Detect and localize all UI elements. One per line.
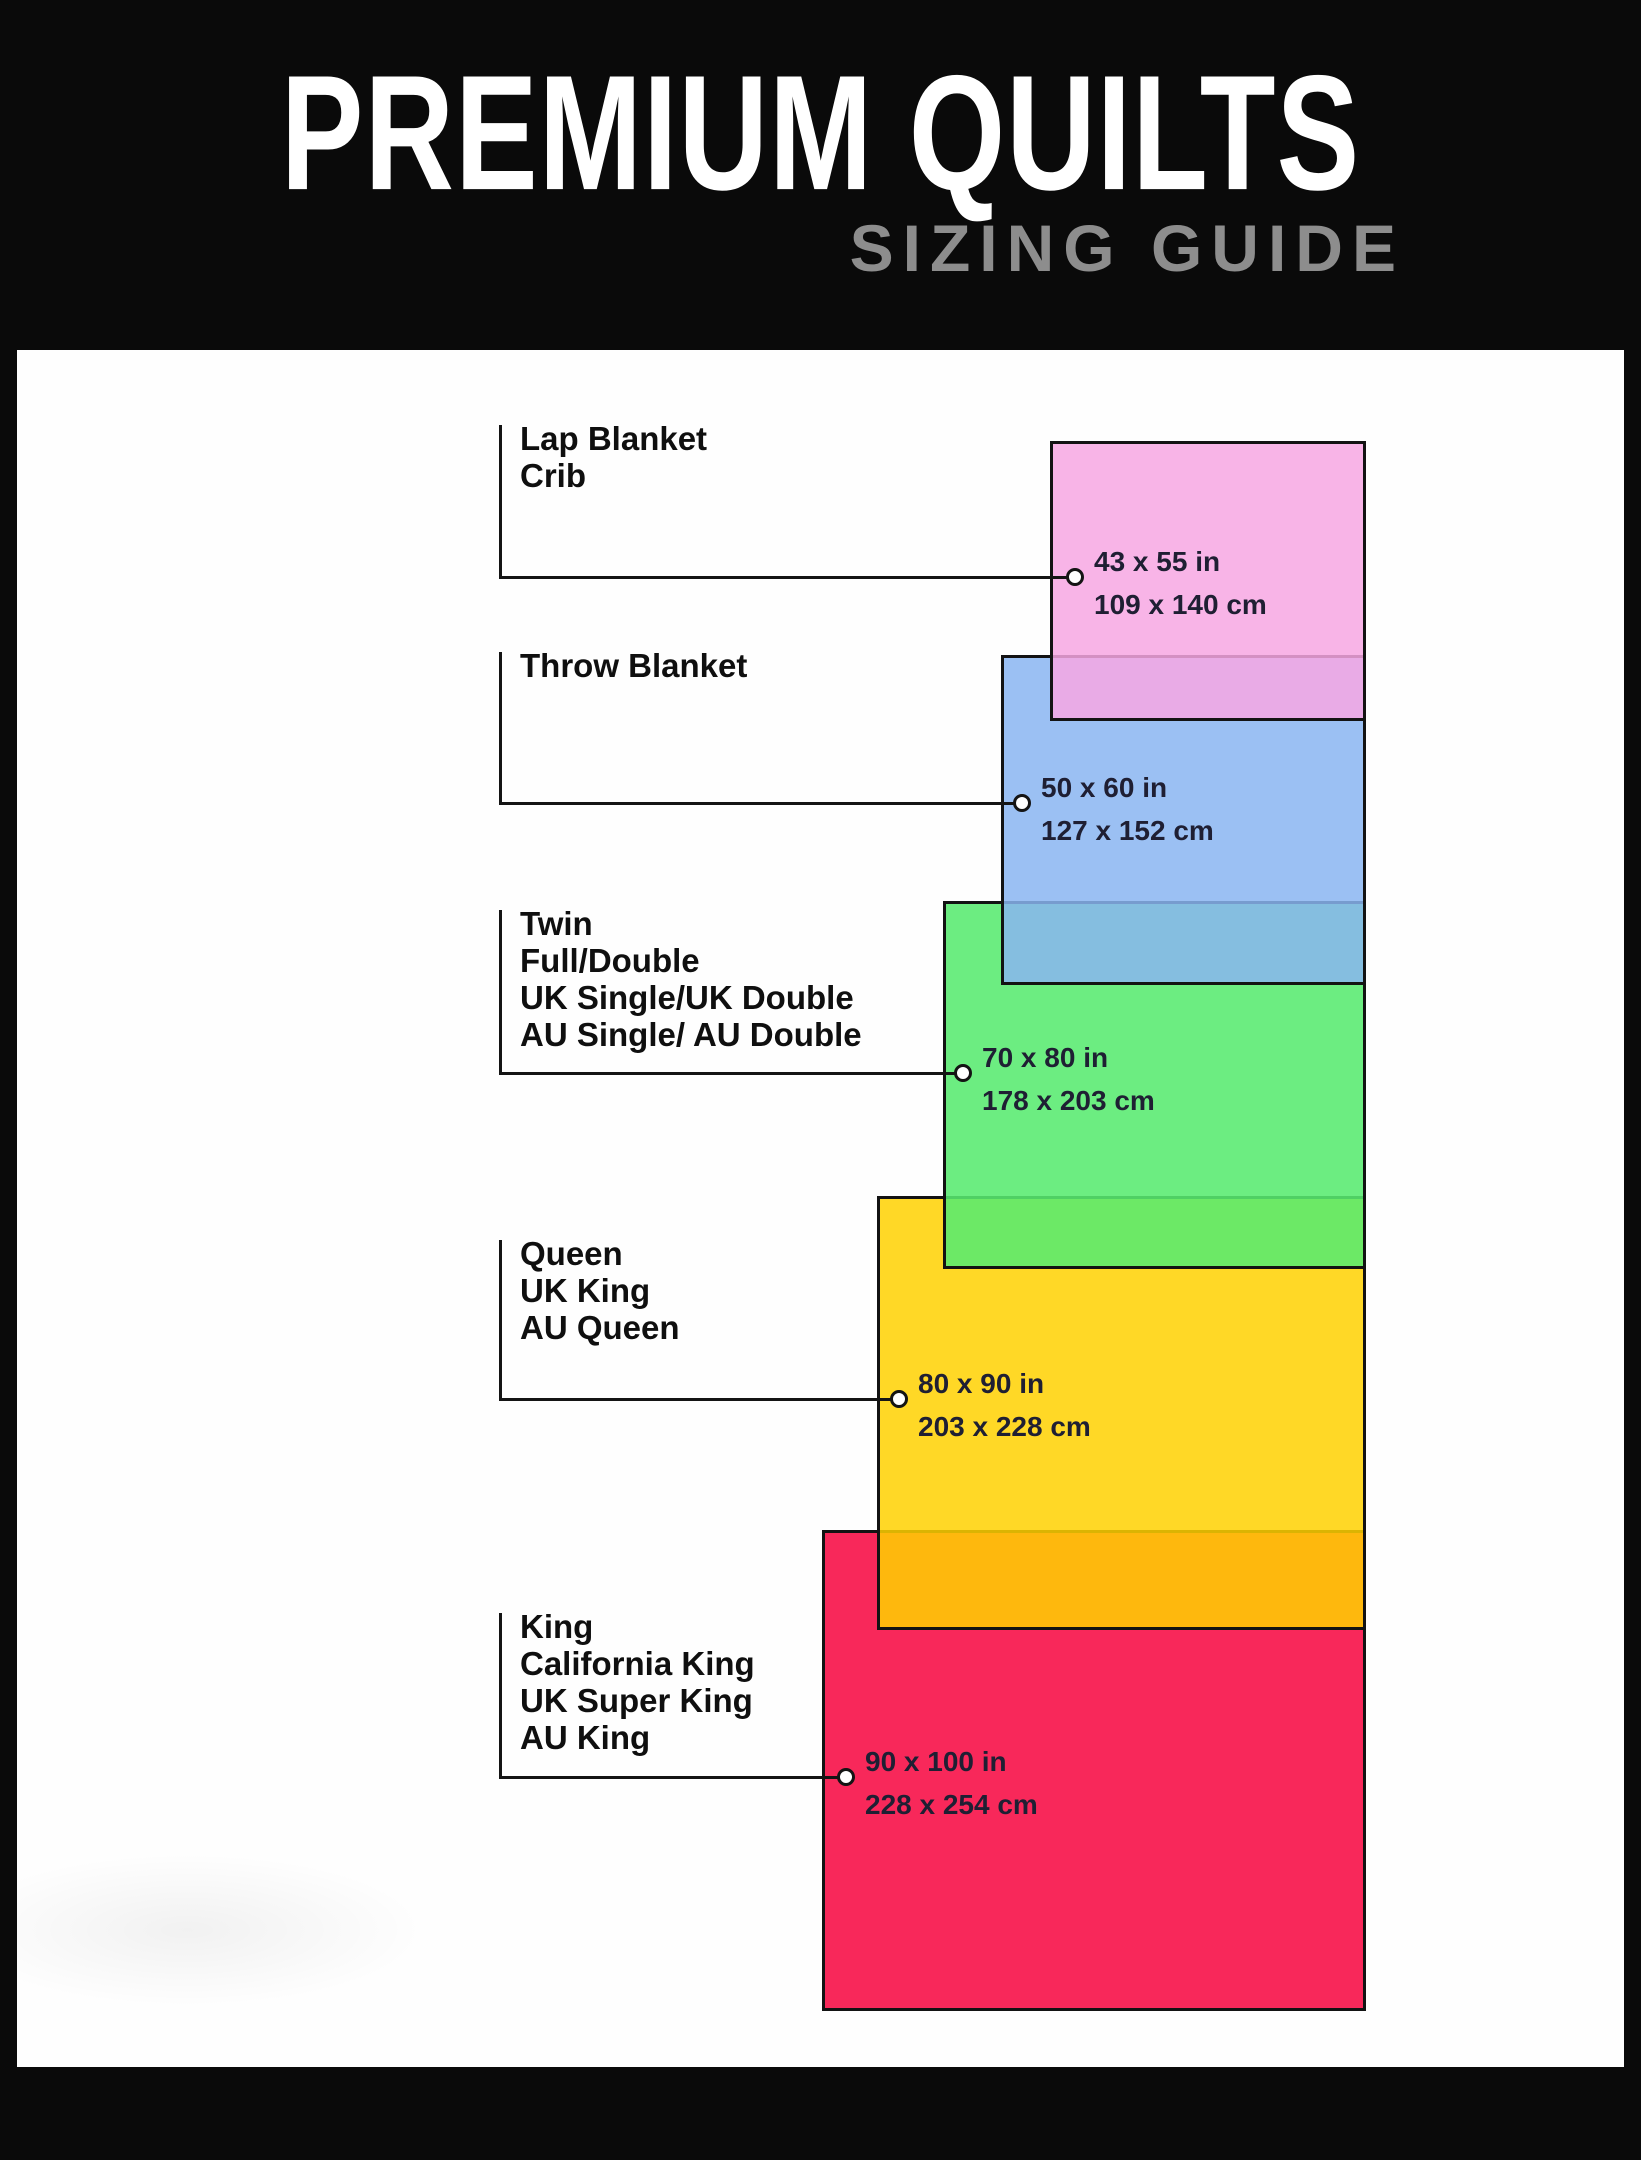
- connector-hline: [499, 576, 1069, 579]
- size-annotation-throw-blanket: 50 x 60 in 127 x 152 cm: [1041, 766, 1214, 852]
- connector-dot: [1066, 568, 1084, 586]
- label-line: AU Single/ AU Double: [520, 1016, 862, 1053]
- size-annotation-queen: 80 x 90 in 203 x 228 cm: [918, 1362, 1091, 1448]
- connector-vline: [499, 425, 502, 576]
- label-line: Twin: [520, 905, 593, 942]
- connector-vline: [499, 910, 502, 1072]
- label-line: UK Single/UK Double: [520, 979, 854, 1016]
- connector-dot: [954, 1064, 972, 1082]
- label-throw-blanket: Throw Blanket: [520, 647, 747, 684]
- connector-vline: [499, 1240, 502, 1398]
- header: PREMIUM QUILTS SIZING GUIDE: [0, 0, 1641, 350]
- page-subtitle: SIZING GUIDE: [849, 211, 1405, 285]
- diagram-panel: Lap Blanket Crib 43 x 55 in 109 x 140 cm…: [17, 350, 1624, 2067]
- label-line: King: [520, 1608, 594, 1645]
- connector-vline: [499, 1613, 502, 1776]
- size-annotation-king: 90 x 100 in 228 x 254 cm: [865, 1740, 1038, 1826]
- connector-vline: [499, 652, 502, 802]
- size-annotation-twin-full-double: 70 x 80 in 178 x 203 cm: [982, 1036, 1155, 1122]
- size-inches: 70 x 80 in: [982, 1042, 1109, 1073]
- connector-hline: [499, 1072, 956, 1075]
- label-line: UK Super King: [520, 1682, 753, 1719]
- label-lap-blanket-crib: Lap Blanket Crib: [520, 420, 707, 494]
- connector-hline: [499, 1398, 892, 1401]
- label-line: AU Queen: [520, 1309, 680, 1346]
- size-annotation-lap-blanket-crib: 43 x 55 in 109 x 140 cm: [1094, 540, 1267, 626]
- size-cm: 127 x 152 cm: [1041, 815, 1214, 846]
- label-line: California King: [520, 1645, 755, 1682]
- label-twin-full-double: Twin Full/Double UK Single/UK Double AU …: [520, 905, 862, 1053]
- size-cm: 203 x 228 cm: [918, 1411, 1091, 1442]
- label-line: AU King: [520, 1719, 651, 1756]
- label-line: UK King: [520, 1272, 651, 1309]
- connector-dot: [1013, 794, 1031, 812]
- label-line: Queen: [520, 1235, 623, 1272]
- connector-hline: [499, 802, 1015, 805]
- size-cm: 178 x 203 cm: [982, 1085, 1155, 1116]
- label-line: Full/Double: [520, 942, 700, 979]
- size-inches: 80 x 90 in: [918, 1368, 1045, 1399]
- label-queen: Queen UK King AU Queen: [520, 1235, 680, 1346]
- connector-dot: [890, 1390, 908, 1408]
- label-line: Lap Blanket: [520, 420, 708, 457]
- size-inches: 50 x 60 in: [1041, 772, 1168, 803]
- label-king: King California King UK Super King AU Ki…: [520, 1608, 755, 1756]
- connector-dot: [837, 1768, 855, 1786]
- connector-hline: [499, 1776, 839, 1779]
- size-inches: 90 x 100 in: [865, 1746, 1007, 1777]
- label-line: Crib: [520, 457, 586, 494]
- page-title: PREMIUM QUILTS: [280, 42, 1361, 225]
- size-cm: 109 x 140 cm: [1094, 589, 1267, 620]
- size-cm: 228 x 254 cm: [865, 1789, 1038, 1820]
- label-line: Throw Blanket: [520, 647, 748, 684]
- size-inches: 43 x 55 in: [1094, 546, 1221, 577]
- rect-lap-blanket-crib: [1050, 441, 1366, 721]
